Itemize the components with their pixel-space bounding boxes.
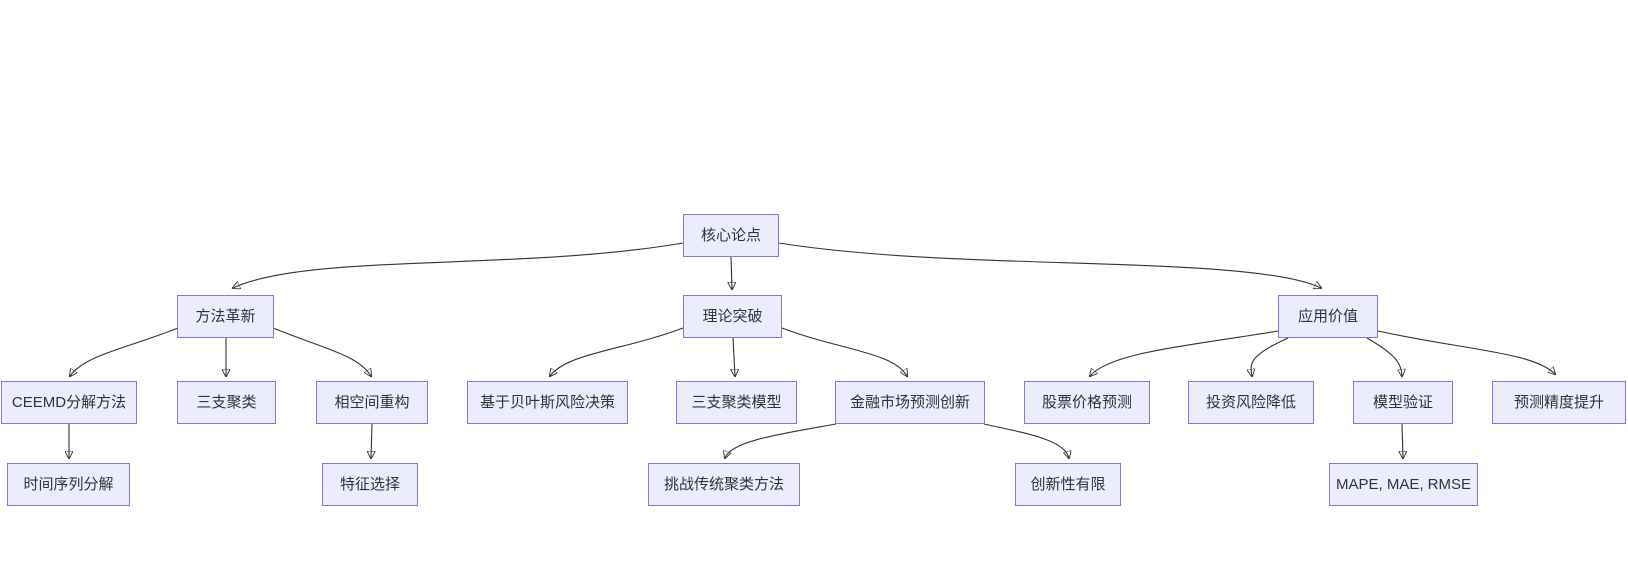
node-label: 应用价值 [1297, 308, 1358, 325]
node-label: 理论突破 [702, 308, 763, 325]
node-label: 金融市场预测创新 [849, 394, 970, 411]
edge-application-to-stock [1090, 330, 1279, 376]
node-feature-selection: 特征选择 [322, 463, 418, 506]
edge-theory-to-finmarket [781, 327, 907, 376]
edge-method-to-phase [272, 327, 371, 376]
node-three-way-clustering-model: 三支聚类模型 [676, 381, 797, 424]
edge-finmarket-to-limited [983, 423, 1069, 458]
node-label: 基于贝叶斯风险决策 [479, 394, 615, 411]
edge-core-to-theory [731, 256, 732, 289]
node-financial-market-prediction-innovation: 金融市场预测创新 [835, 381, 985, 424]
node-time-series-decomposition: 时间序列分解 [7, 463, 130, 506]
node-model-validation: 模型验证 [1353, 381, 1453, 424]
edge-phase-to-feature [371, 423, 372, 458]
edge-theory-to-twcmodel [733, 337, 735, 376]
edge-core-to-method [233, 242, 684, 288]
node-challenge-traditional-clustering: 挑战传统聚类方法 [648, 463, 800, 506]
node-label: 三支聚类模型 [691, 394, 782, 411]
node-limited-innovation: 创新性有限 [1015, 463, 1121, 506]
node-label: CEEMD分解方法 [11, 394, 127, 411]
node-label: 模型验证 [1372, 394, 1433, 411]
node-label: 三支聚类 [196, 394, 257, 411]
node-label: 特征选择 [339, 476, 400, 493]
node-label: 创新性有限 [1030, 476, 1106, 493]
node-theory-breakthrough: 理论突破 [683, 295, 782, 338]
edge-application-to-risk [1251, 337, 1289, 376]
edge-finmarket-to-challenge [725, 423, 837, 458]
edge-method-to-ceemd [70, 327, 179, 376]
edge-validate-to-metrics [1402, 423, 1403, 458]
node-stock-price-prediction: 股票价格预测 [1024, 381, 1150, 424]
node-label: 挑战传统聚类方法 [663, 476, 784, 493]
edge-application-to-precision [1377, 330, 1555, 374]
node-evaluation-metrics: MAPE, MAE, RMSE [1329, 463, 1478, 506]
edge-core-to-application [778, 242, 1321, 288]
node-label: 投资风险降低 [1205, 394, 1296, 411]
node-phase-space-reconstruction: 相空间重构 [316, 381, 428, 424]
node-method-innovation: 方法革新 [177, 295, 274, 338]
node-label: 股票价格预测 [1041, 394, 1132, 411]
node-label: 相空间重构 [334, 394, 410, 411]
node-label: 时间序列分解 [23, 476, 114, 493]
node-bayesian-risk-decision: 基于贝叶斯风险决策 [467, 381, 628, 424]
node-label: MAPE, MAE, RMSE [1335, 476, 1472, 493]
node-label: 预测精度提升 [1513, 394, 1604, 411]
node-application-value: 应用价值 [1278, 295, 1378, 338]
node-prediction-accuracy-improvement: 预测精度提升 [1492, 381, 1626, 424]
edge-theory-to-bayes [550, 327, 684, 376]
node-label: 核心论点 [700, 227, 761, 244]
node-core-thesis: 核心论点 [683, 214, 779, 257]
node-investment-risk-reduction: 投资风险降低 [1188, 381, 1314, 424]
node-ceemd-decomposition-method: CEEMD分解方法 [1, 381, 137, 424]
node-label: 方法革新 [195, 308, 256, 325]
node-three-way-clustering: 三支聚类 [177, 381, 276, 424]
edge-application-to-validate [1366, 337, 1402, 376]
